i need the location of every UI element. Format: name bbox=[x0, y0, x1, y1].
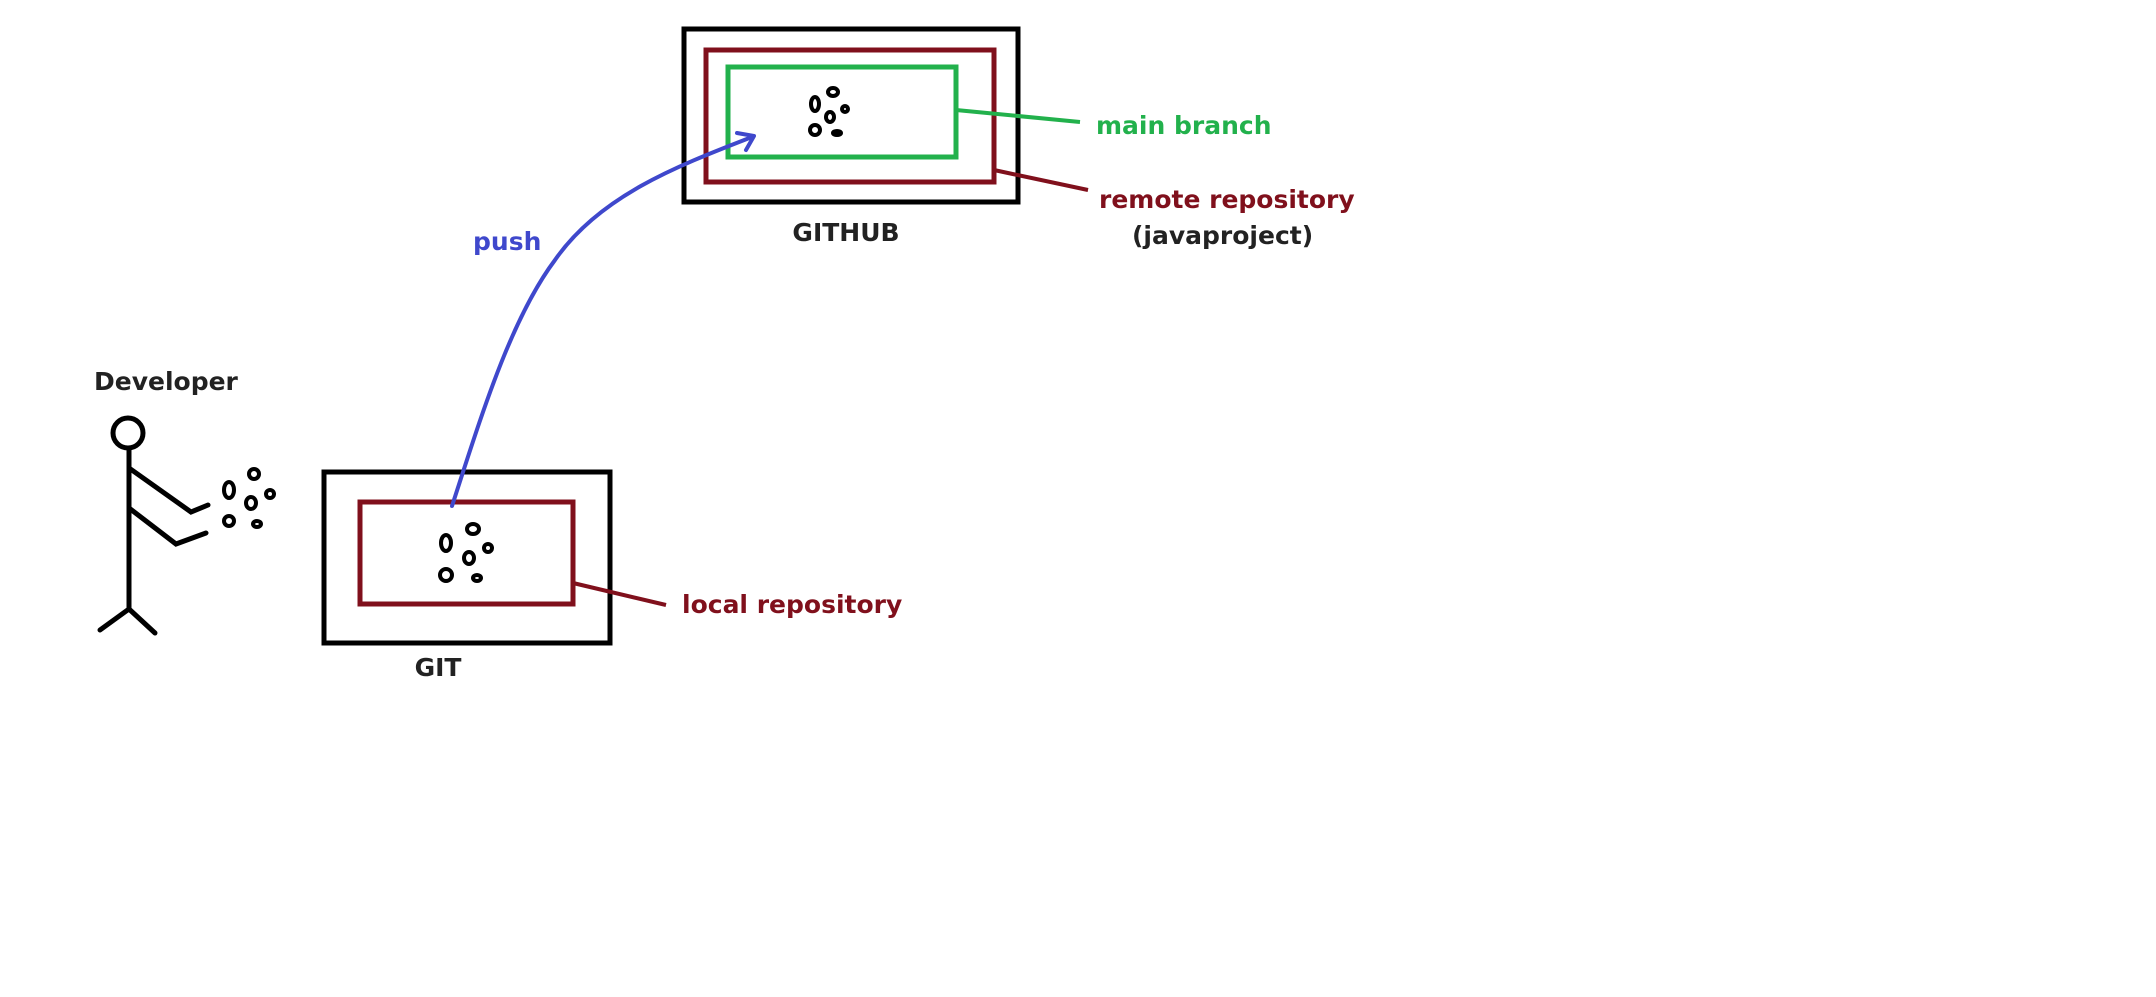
main-branch-label: main branch bbox=[1096, 111, 1272, 140]
developer-label: Developer bbox=[94, 367, 239, 396]
main-branch-pointer bbox=[955, 108, 1081, 124]
git-box bbox=[321, 469, 613, 646]
remote-repository-box bbox=[703, 47, 997, 185]
local-repository-label: local repository bbox=[682, 590, 902, 619]
developer-stick-figure-icon bbox=[97, 415, 211, 636]
github-label: GITHUB bbox=[792, 218, 899, 247]
local-repository-box bbox=[357, 499, 576, 607]
push-arrow bbox=[450, 135, 754, 508]
git-label: GIT bbox=[415, 653, 462, 682]
local-files-icon bbox=[438, 522, 494, 583]
remote-repository-label: remote repository bbox=[1099, 185, 1355, 214]
remote-files-icon bbox=[808, 86, 850, 137]
developer-files-icon bbox=[222, 467, 276, 529]
push-label: push bbox=[473, 227, 541, 256]
remote-repository-name-label: (javaproject) bbox=[1132, 221, 1313, 250]
local-repository-pointer bbox=[572, 581, 667, 607]
remote-repository-pointer bbox=[993, 168, 1089, 192]
github-box bbox=[681, 26, 1021, 205]
push-arrow-head-icon bbox=[735, 131, 756, 152]
